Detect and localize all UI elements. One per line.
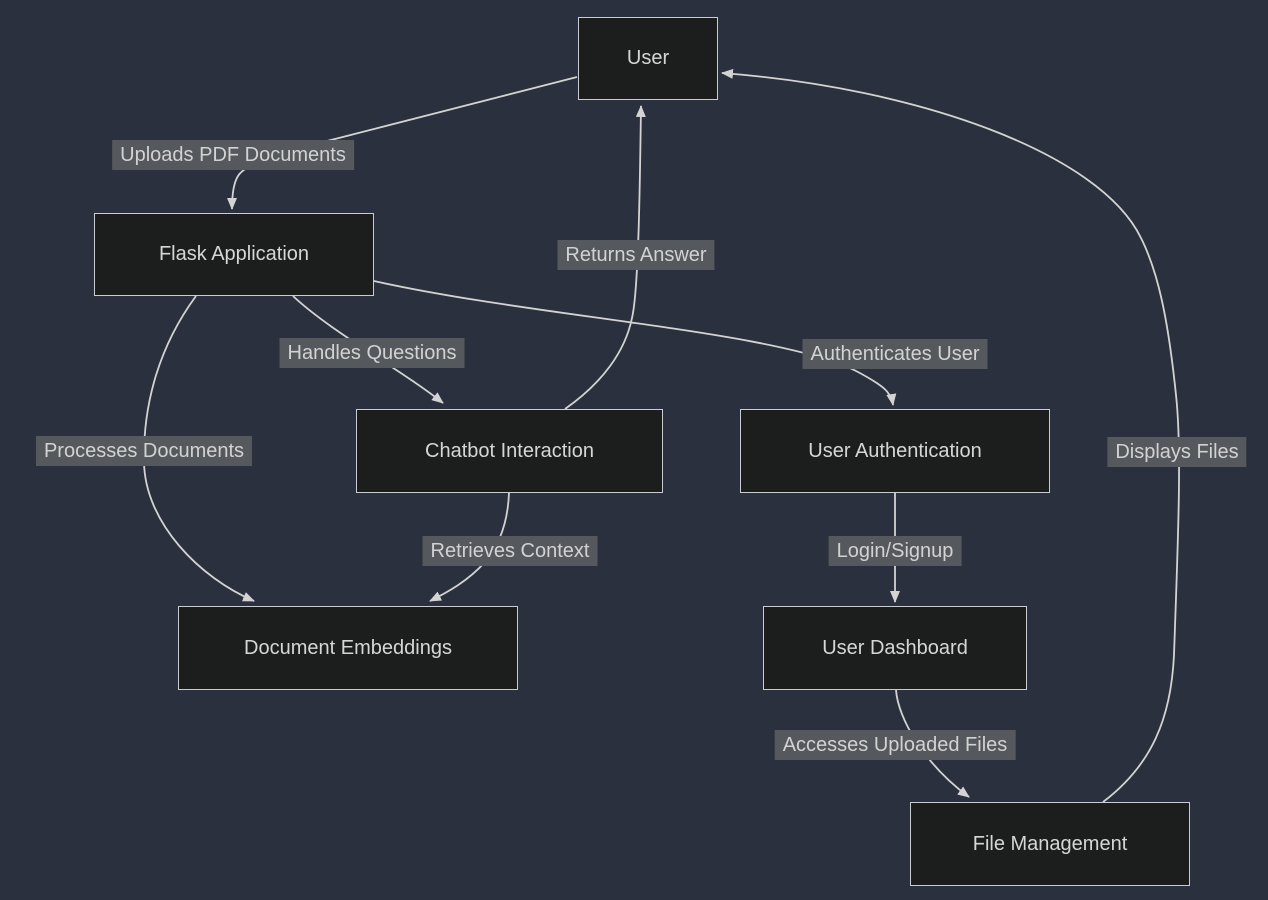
edge-label-accesses-uploaded-files: Accesses Uploaded Files (774, 730, 1016, 760)
node-user: User (578, 17, 718, 100)
node-document-embeddings: Document Embeddings (178, 606, 518, 690)
edge-label-displays-files: Displays Files (1107, 437, 1247, 467)
edge-label-login-signup: Login/Signup (828, 536, 962, 566)
edge-label-returns-answer: Returns Answer (557, 240, 715, 270)
node-chatbot-interaction: Chatbot Interaction (356, 409, 663, 493)
edge-chatbot-to-user (564, 105, 646, 410)
edge-label-authenticates-user: Authenticates User (802, 339, 988, 369)
node-user-authentication: User Authentication (740, 409, 1050, 493)
node-user-dashboard: User Dashboard (763, 606, 1027, 690)
edge-label-handles-questions: Handles Questions (279, 338, 465, 368)
node-file-management: File Management (910, 802, 1190, 886)
edge-label-uploads-pdf-documents: Uploads PDF Documents (112, 140, 354, 170)
edge-label-retrieves-context: Retrieves Context (422, 536, 598, 566)
edge-flask-to-auth (373, 280, 897, 406)
node-flask-application: Flask Application (94, 213, 374, 296)
edge-filemgmt-to-user (721, 68, 1180, 803)
edge-label-processes-documents: Processes Documents (35, 436, 253, 466)
